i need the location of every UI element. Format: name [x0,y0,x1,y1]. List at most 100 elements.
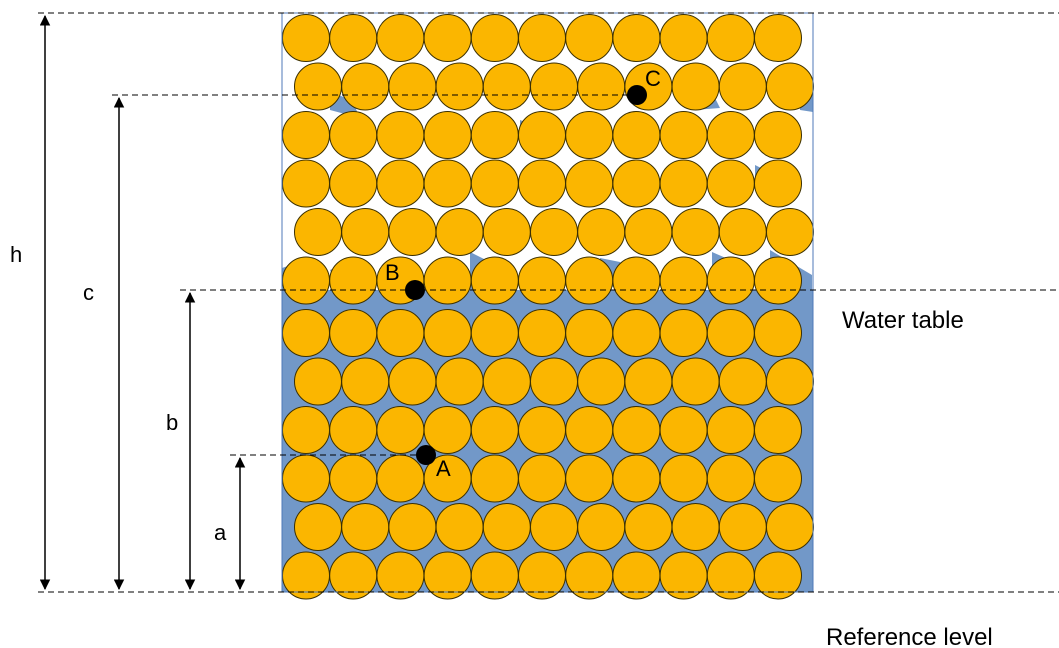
soil-grain [282,454,330,503]
soil-grain [754,454,802,503]
soil-grain [659,256,708,305]
soil-grain [766,62,814,111]
soil-grain [423,111,472,159]
point-b-label: B [385,260,400,285]
soil-grain [530,503,578,551]
soil-grain [671,357,720,406]
soil-grain [659,309,708,357]
soil-grain [329,159,378,208]
soil-grain [754,14,802,62]
soil-grain [518,454,566,503]
soil-grain [766,208,814,256]
soil-grain [388,357,437,406]
soil-grain [565,159,614,208]
soil-grain [435,503,484,551]
soil-grain [376,406,425,454]
soil-grain [282,256,330,305]
h-label: h [10,242,22,267]
soil-grain [612,454,661,503]
soil-grain [766,503,814,551]
soil-grain [565,406,614,454]
soil-column-outline [281,12,814,593]
soil-grains [282,14,814,600]
soil-grain [612,14,661,62]
soil-grain [612,111,661,159]
soil-grain [423,309,472,357]
soil-grain [706,159,755,208]
soil-grain [388,503,437,551]
soil-grain [329,14,378,62]
soil-grain [435,357,484,406]
soil-grain [435,208,484,256]
soil-grain [435,62,484,111]
soil-grain [470,111,519,159]
soil-grain [518,159,566,208]
soil-grain [341,357,390,406]
soil-grain [754,111,802,159]
soil-grain [470,14,519,62]
a-label: a [214,520,227,545]
soil-grain [659,406,708,454]
point-c-marker [627,85,647,105]
c-label: c [83,280,94,305]
soil-grain [754,406,802,454]
soil-grain [671,503,720,551]
soil-grain [718,62,767,111]
soil-grain [470,256,519,305]
soil-grain [282,14,330,62]
soil-grain [482,503,531,551]
soil-grain [706,111,755,159]
soil-grain [565,111,614,159]
soil-grain [718,503,767,551]
soil-grain [754,551,802,600]
soil-grain [518,14,566,62]
soil-grain [376,454,425,503]
soil-grain [482,357,531,406]
soil-grain [341,208,390,256]
soil-grain [706,406,755,454]
soil-grain [282,111,330,159]
soil-grain [577,503,626,551]
soil-grain [341,503,390,551]
soil-grain [329,454,378,503]
soil-grain [612,309,661,357]
soil-grain [659,159,708,208]
soil-grain [565,454,614,503]
soil-grain [388,208,437,256]
soil-grain [659,454,708,503]
soil-grain [376,159,425,208]
soil-grain [624,357,673,406]
soil-grain [530,357,578,406]
soil-grain [294,62,342,111]
soil-grain [612,159,661,208]
soil-grain [518,309,566,357]
soil-grain [718,208,767,256]
soil-grain [423,159,472,208]
point-b-marker [405,280,425,300]
soil-grain [706,454,755,503]
soil-grain [577,357,626,406]
b-label: b [166,410,178,435]
soil-grain [470,309,519,357]
soil-grain [518,406,566,454]
soil-grain [612,256,661,305]
soil-grain [423,256,472,305]
point-a-marker [416,445,436,465]
point-c-label: C [645,66,661,91]
soil-grain [294,503,342,551]
point-a-label: A [436,456,451,481]
soil-grain [577,208,626,256]
soil-grain [482,62,531,111]
soil-grain [565,256,614,305]
soil-grain [624,503,673,551]
soil-grain [282,159,330,208]
soil-grain [282,406,330,454]
soil-grain [376,111,425,159]
soil-grain [388,62,437,111]
soil-grain [376,14,425,62]
soil-grain [341,62,390,111]
soil-grain [329,309,378,357]
dimension-arrows [39,14,246,591]
soil-grain [565,309,614,357]
soil-grain [423,14,472,62]
